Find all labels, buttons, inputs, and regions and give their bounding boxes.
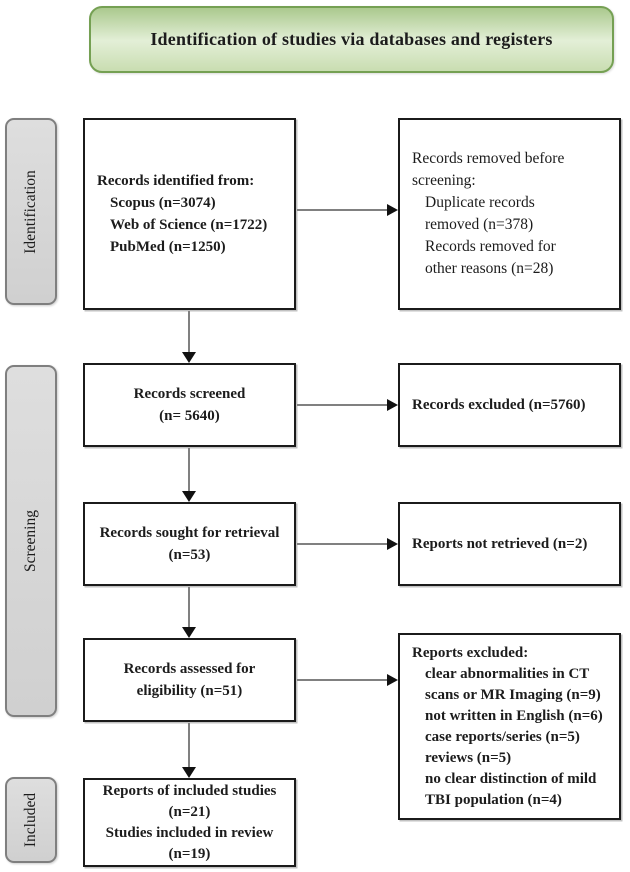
arrow-down-icon — [182, 491, 196, 502]
box-line: Reports not retrieved (n=2) — [412, 536, 588, 552]
box-line: no clear distinction of mild TBI populat… — [425, 770, 597, 808]
arrow-right-identified-to-removed — [297, 204, 398, 216]
arrow-line — [297, 209, 389, 211]
box-line: Scopus (n=3074) — [110, 195, 216, 211]
arrow-down-identified-to-screened — [182, 311, 196, 363]
box-line: Studies included in review — [105, 824, 274, 841]
arrow-right-icon — [387, 674, 398, 686]
stage-label-screening-text: Screening — [22, 510, 40, 572]
box-line: not written in English (n=6) — [425, 707, 603, 724]
box-line: Duplicate records removed (n=378) — [425, 194, 535, 233]
arrow-right-assessed-to-reports-excluded — [297, 674, 398, 686]
box-records-screened: Records screened (n= 5640) — [83, 363, 296, 447]
arrow-down-icon — [182, 767, 196, 778]
box-records-assessed: Records assessed for eligibility (n=51) — [83, 638, 296, 722]
box-line: case reports/series (n=5) — [425, 728, 580, 745]
box-line: reviews (n=5) — [425, 749, 512, 766]
box-line: Records removed for other reasons (n=28) — [425, 238, 556, 277]
stage-label-included: Included — [5, 777, 57, 863]
arrow-line — [297, 404, 389, 406]
box-line: (n=53) — [168, 547, 211, 563]
banner-title: Identification of studies via databases … — [150, 29, 553, 49]
box-records-identified: Records identified from: Scopus (n=3074)… — [83, 118, 296, 310]
arrow-down-screened-to-sought — [182, 448, 196, 502]
arrow-down-icon — [182, 352, 196, 363]
arrow-right-icon — [387, 204, 398, 216]
box-line: (n= 5640) — [159, 408, 220, 424]
box-line: Reports excluded: — [412, 644, 529, 661]
box-records-removed-before-screening: Records removed before screening: Duplic… — [398, 118, 621, 310]
box-line: (n=21) — [168, 803, 211, 820]
arrow-line — [188, 448, 190, 493]
box-line: (n=19) — [168, 845, 211, 862]
arrow-line — [297, 679, 389, 681]
arrow-down-sought-to-assessed — [182, 587, 196, 638]
box-line: Records sought for retrieval — [99, 525, 280, 541]
arrow-right-sought-to-not-retrieved — [297, 538, 398, 550]
box-line: clear abnormalities in CT scans or MR Im… — [425, 665, 601, 703]
box-records-excluded: Records excluded (n=5760) — [398, 363, 621, 447]
box-line: Web of Science (n=1722) — [110, 217, 268, 233]
arrow-line — [188, 311, 190, 354]
arrow-line — [188, 723, 190, 769]
arrow-right-icon — [387, 538, 398, 550]
box-line: Records screened — [133, 386, 246, 402]
arrow-down-icon — [182, 627, 196, 638]
stage-label-identification-text: Identification — [22, 169, 39, 254]
box-line: Reports of included studies — [102, 782, 277, 799]
box-reports-not-retrieved: Reports not retrieved (n=2) — [398, 502, 621, 586]
stage-label-screening: Screening — [5, 365, 57, 717]
arrow-down-assessed-to-included — [182, 723, 196, 778]
stage-label-included-text: Included — [22, 792, 40, 848]
stage-label-identification: Identification — [5, 118, 57, 305]
arrow-right-icon — [387, 399, 398, 411]
box-line: Records removed before screening: — [412, 150, 565, 189]
arrow-right-screened-to-excluded — [297, 399, 398, 411]
arrow-line — [297, 543, 389, 545]
banner-identification-via-databases: Identification of studies via databases … — [89, 6, 614, 73]
box-included-studies: Reports of included studies (n=21) Studi… — [83, 778, 296, 867]
box-line: PubMed (n=1250) — [110, 239, 226, 255]
arrow-line — [188, 587, 190, 629]
box-line: Records assessed for — [123, 661, 256, 677]
box-records-sought: Records sought for retrieval (n=53) — [83, 502, 296, 586]
box-line: eligibility (n=51) — [136, 683, 243, 699]
box-line: Records identified from: — [97, 173, 255, 189]
box-line: Records excluded (n=5760) — [412, 397, 586, 413]
box-reports-excluded: Reports excluded: clear abnormalities in… — [398, 633, 621, 820]
